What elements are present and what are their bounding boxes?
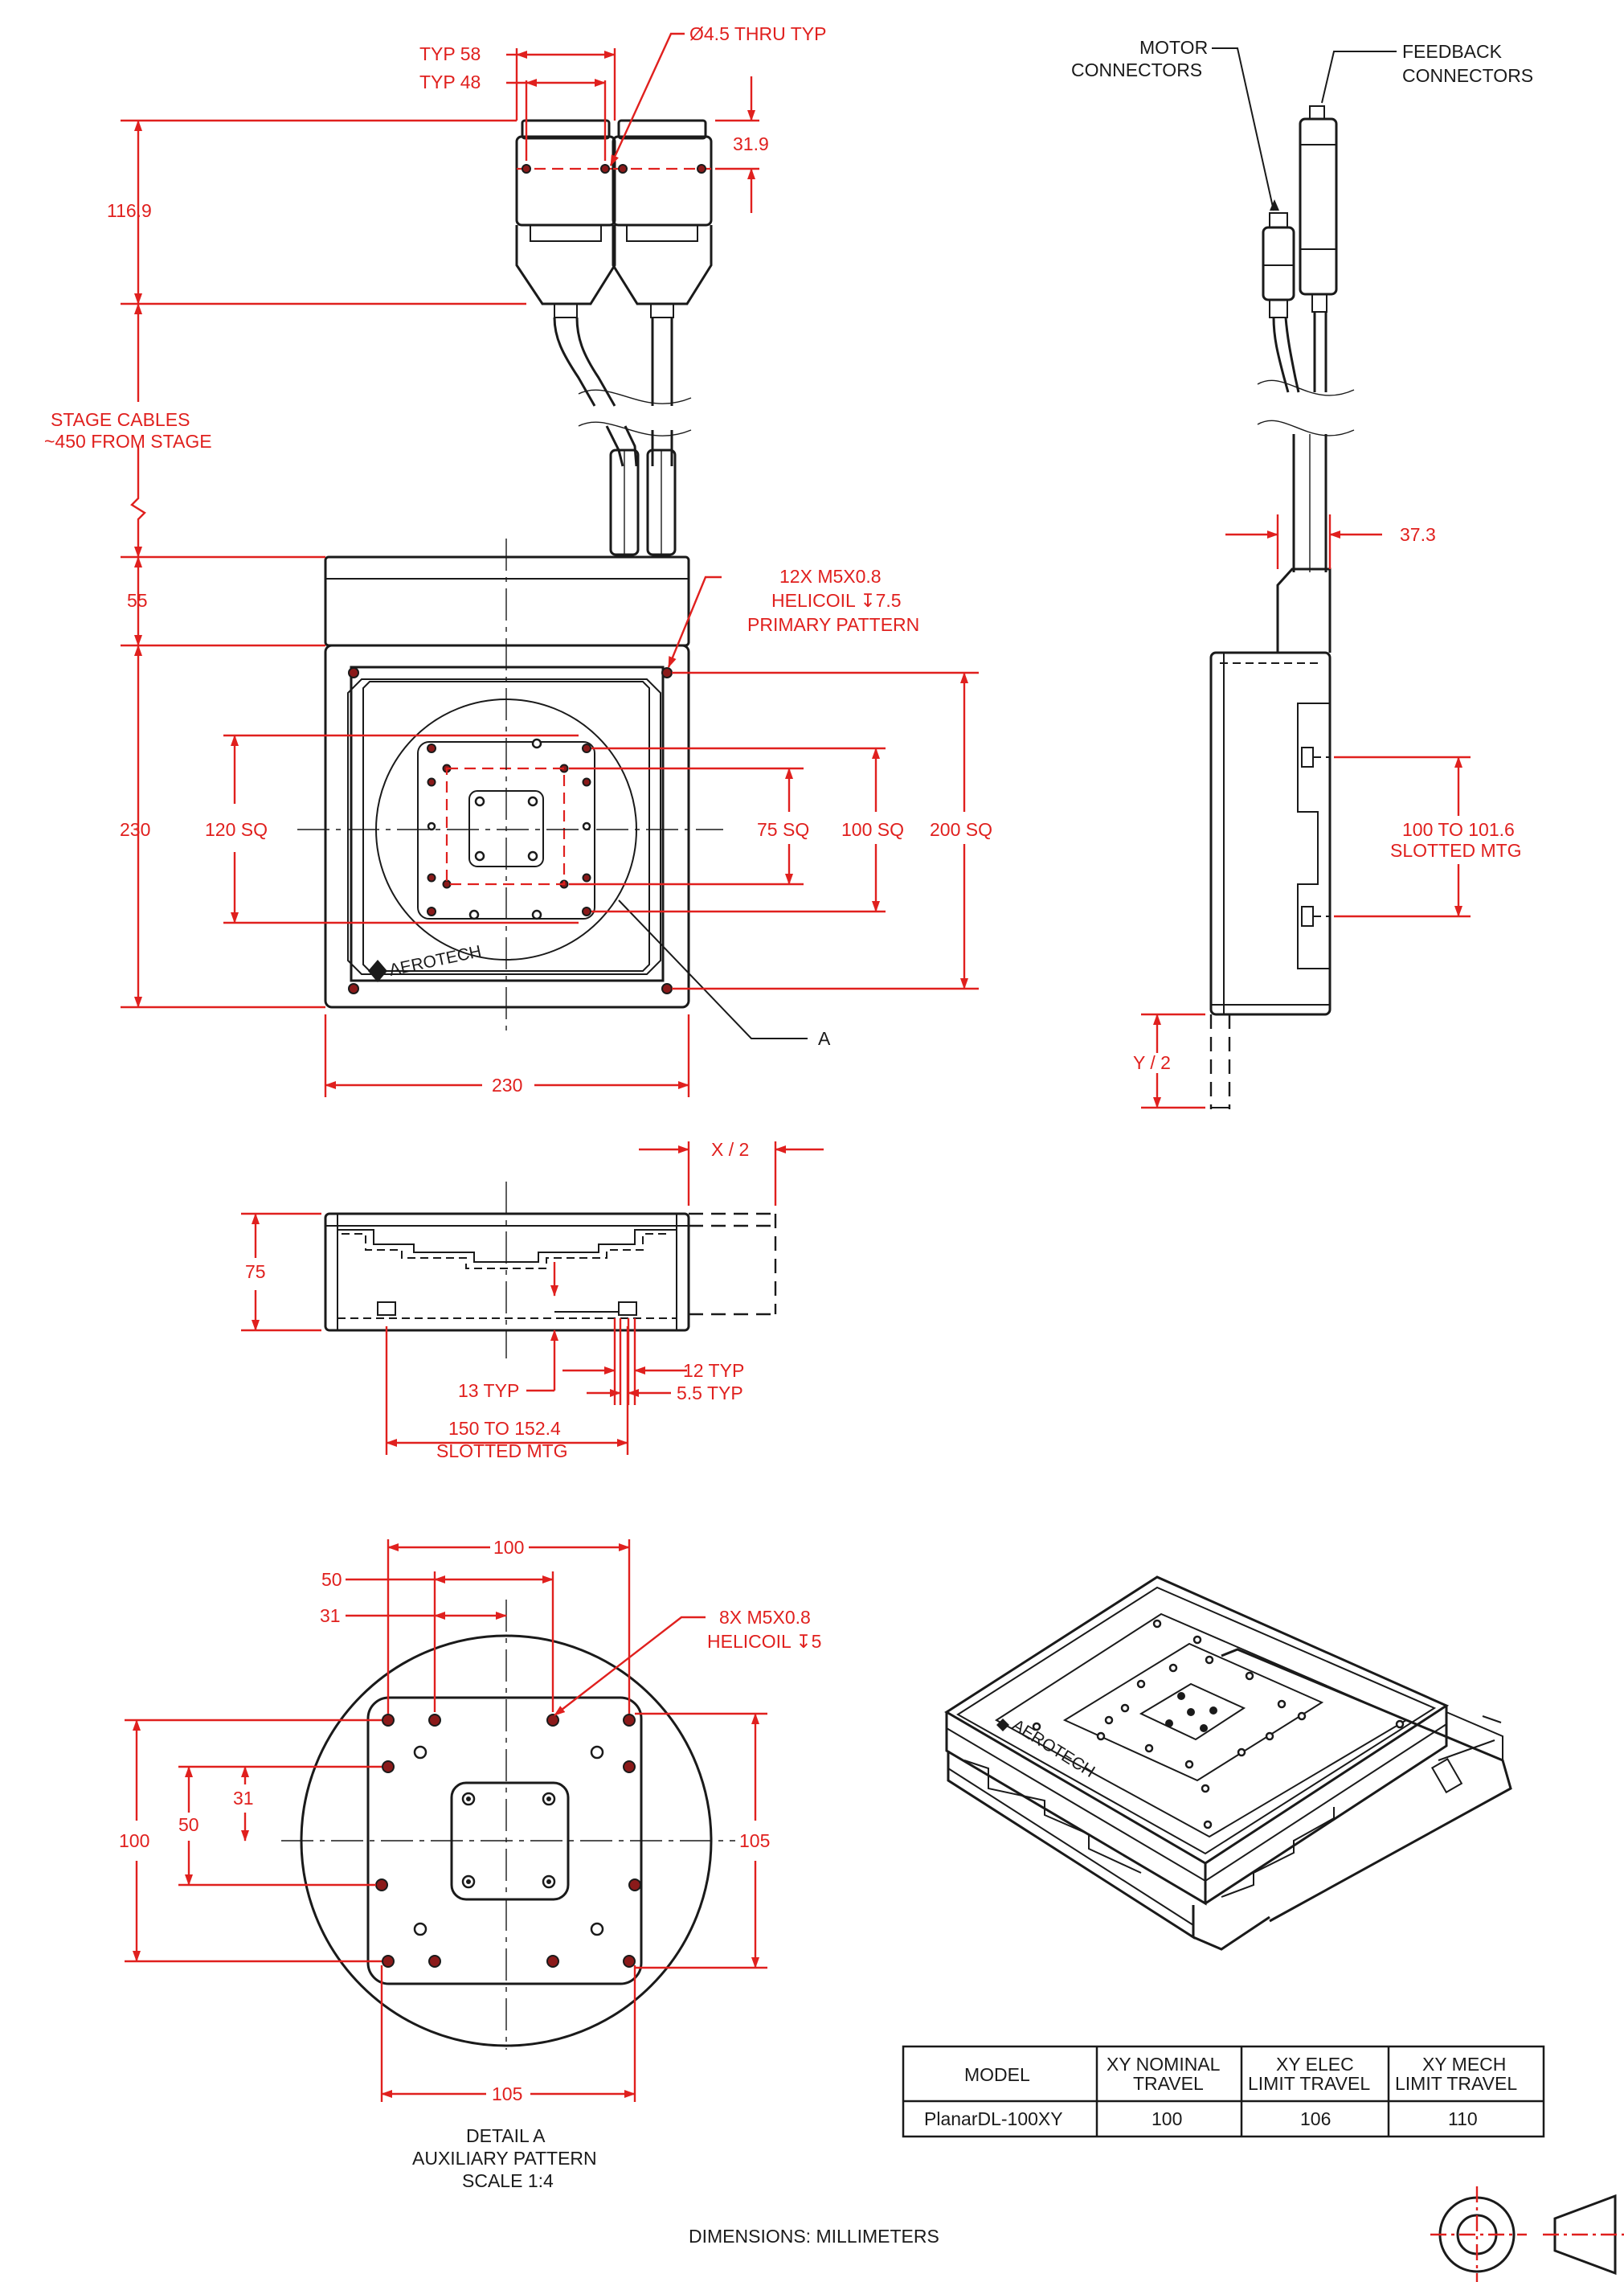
front-view: X / 2 75 13 TYP 12 TYP 5.5 TYP 150 TO 15… (241, 1139, 824, 1461)
dim-typ48: TYP 48 (419, 72, 481, 92)
note-detail-helicoil-l2: HELICOIL ↧5 (707, 1631, 821, 1652)
note-detail-helicoil-l1: 8X M5X0.8 (719, 1607, 811, 1628)
note-helicoil-l2: HELICOIL ↧7.5 (771, 590, 902, 611)
table-cell-elec: 106 (1300, 2108, 1331, 2129)
detail-a-leader (618, 899, 808, 1039)
top-view: AEROTECH A TYP 58 TYP 48 Ø4.5 THRU TYP 3… (44, 23, 992, 1097)
table-header-model: MODEL (964, 2064, 1030, 2085)
dim-slot-l2: SLOTTED MTG (1390, 840, 1522, 861)
dim-75-sq: 75 SQ (757, 819, 809, 840)
dim-detail-100-top: 100 (493, 1537, 524, 1558)
table-header-mech-l2: LIMIT TRAVEL (1395, 2073, 1517, 2094)
motor-leader (1212, 47, 1274, 211)
dim-front-slot-l1: 150 TO 152.4 (448, 1418, 561, 1439)
dim-stage-cables-l1: STAGE CABLES (51, 409, 190, 430)
dim-116-9: 116.9 (107, 200, 152, 221)
connector-left (515, 119, 616, 407)
dim-front-slot-l2: SLOTTED MTG (436, 1440, 568, 1461)
travel-table: MODEL XY NOMINAL TRAVEL XY ELEC LIMIT TR… (902, 2045, 1545, 2138)
caption-scale: SCALE 1:4 (462, 2170, 554, 2191)
label-motor-l1: MOTOR (1139, 37, 1208, 58)
side-view: MOTOR CONNECTORS FEEDBACK CONNECTORS 37.… (1071, 37, 1533, 1109)
label-feedback-l1: FEEDBACK (1402, 41, 1503, 62)
dim-100-sq: 100 SQ (841, 819, 904, 840)
dim-stage-cables-l2: ~450 FROM STAGE (44, 431, 212, 452)
stage-body-side-view (1209, 651, 1332, 1016)
table-header-nominal-l1: XY NOMINAL (1107, 2054, 1221, 2075)
third-angle-projection-symbol (1430, 2186, 1624, 2282)
dim-detail-50-left: 50 (178, 1814, 199, 1835)
stage-cable-block (324, 555, 690, 647)
note-helicoil-l3: PRIMARY PATTERN (747, 614, 919, 635)
dim-detail-105-right: 105 (739, 1830, 770, 1851)
dim-5-5-typ: 5.5 TYP (677, 1383, 743, 1403)
dim-12-typ: 12 TYP (683, 1360, 744, 1381)
dim-y-half: Y / 2 (1133, 1052, 1171, 1073)
dim-thru-holes: Ø4.5 THRU TYP (689, 23, 826, 44)
label-feedback-l2: CONNECTORS (1402, 65, 1533, 86)
table-cell-mech: 110 (1448, 2108, 1478, 2129)
table-header-mech-l1: XY MECH (1422, 2054, 1506, 2075)
dim-200-sq: 200 SQ (930, 819, 992, 840)
stage-body-front-view (324, 1212, 690, 1332)
cable-break-line (578, 389, 692, 404)
feedback-leader (1321, 51, 1397, 104)
table-cell-model: PlanarDL-100XY (924, 2108, 1063, 2129)
dim-detail-31-top: 31 (320, 1605, 341, 1626)
dim-55: 55 (127, 590, 148, 611)
dim-x-half: X / 2 (711, 1139, 749, 1160)
detail-a-ref: A (818, 1028, 831, 1049)
units-note: DIMENSIONS: MILLIMETERS (689, 2226, 939, 2247)
dim-slot-l1: 100 TO 101.6 (1402, 819, 1515, 840)
detail-a: 100 50 31 8X M5X0.8 HELICOIL ↧5 100 50 3… (119, 1537, 821, 2191)
dim-detail-50-top: 50 (321, 1569, 342, 1590)
connector-right (612, 119, 713, 406)
dim-230-vertical: 230 (120, 819, 150, 840)
table-header-elec-l1: XY ELEC (1276, 2054, 1354, 2075)
dim-75: 75 (245, 1261, 266, 1282)
motor-connector (1262, 226, 1295, 301)
dim-37-3: 37.3 (1400, 524, 1436, 545)
table-header-nominal-l2: TRAVEL (1133, 2073, 1204, 2094)
dim-13-typ: 13 TYP (458, 1380, 519, 1401)
dim-detail-31-left: 31 (233, 1788, 254, 1809)
caption-aux-pattern: AUXILIARY PATTERN (412, 2148, 597, 2169)
stage-body-top-view (324, 644, 690, 1009)
dim-230-horizontal: 230 (492, 1075, 522, 1096)
dim-typ58: TYP 58 (419, 43, 481, 64)
dim-120-sq: 120 SQ (205, 819, 268, 840)
table-cell-nominal: 100 (1152, 2108, 1182, 2129)
dim-31-9: 31.9 (733, 133, 769, 154)
cable-block-side (1276, 567, 1332, 653)
note-helicoil-l1: 12X M5X0.8 (779, 566, 882, 587)
caption-detail-a: DETAIL A (466, 2125, 546, 2146)
dim-detail-105-bottom: 105 (492, 2083, 522, 2104)
table-header-elec-l2: LIMIT TRAVEL (1248, 2073, 1370, 2094)
dim-detail-100-left: 100 (119, 1830, 149, 1851)
aerotech-logo: AEROTECH (368, 942, 483, 982)
iso-logo-text: AEROTECH (1008, 1716, 1098, 1781)
label-motor-l2: CONNECTORS (1071, 59, 1202, 80)
isometric-view: AEROTECH (944, 1575, 1512, 1951)
